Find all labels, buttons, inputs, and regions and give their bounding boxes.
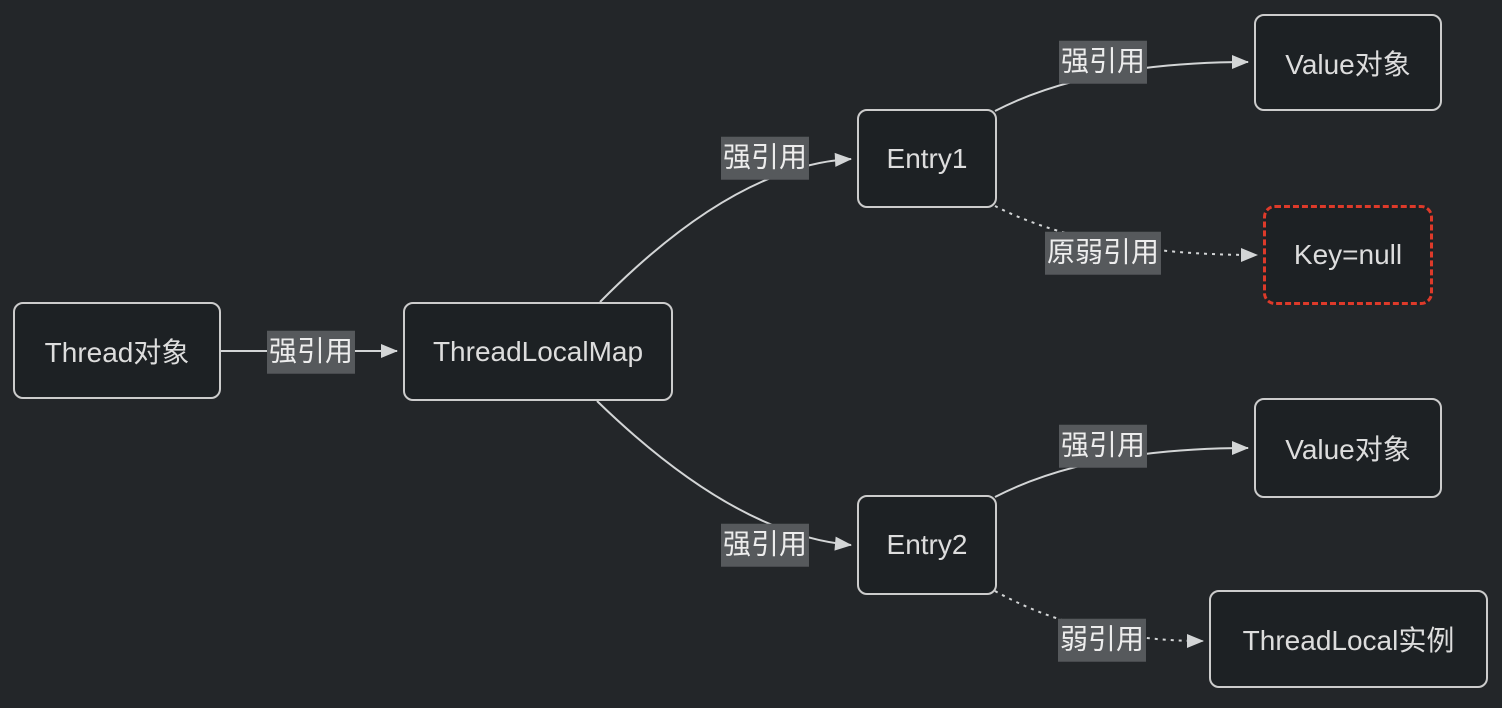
node-label: Value对象	[1285, 434, 1411, 465]
node-label: ThreadLocal实例	[1242, 625, 1455, 656]
node-label: Entry1	[886, 142, 968, 174]
node-entry1: Entry1	[857, 109, 997, 208]
node-threadlocalmap: ThreadLocalMap	[403, 302, 673, 401]
node-threadlocal-instance: ThreadLocal实例	[1209, 590, 1488, 688]
node-label: Entry2	[886, 529, 968, 560]
edge-label-strong-ref-map-entry2: 强引用	[720, 523, 810, 567]
edge-label-strong-ref-entry2-value: 强引用	[1058, 424, 1148, 468]
edge-threadlocalmap-to-entry2	[596, 400, 852, 551]
node-label: ThreadLocalMap	[432, 335, 644, 367]
edge-threadlocalmap-to-entry1	[599, 152, 852, 303]
node-value-object-bottom: Value对象	[1254, 398, 1442, 498]
node-value-object-top: Value对象	[1254, 14, 1442, 111]
node-key-null: Key=null	[1263, 205, 1433, 305]
edge-label-strong-ref-thread-map: 强引用	[266, 330, 356, 374]
edge-label-strong-ref-entry1-value: 强引用	[1058, 40, 1148, 84]
edge-label-weak-ref-entry2-threadlocal: 弱引用	[1057, 618, 1147, 662]
node-thread-object: Thread对象	[13, 302, 221, 399]
edge-label-former-weak-ref-entry1-key: 原弱引用	[1044, 231, 1162, 275]
node-label: Thread对象	[44, 336, 190, 368]
node-label: Key=null	[1293, 239, 1403, 270]
node-entry2: Entry2	[857, 495, 997, 595]
node-label: Value对象	[1285, 48, 1411, 80]
edge-label-strong-ref-map-entry1: 强引用	[720, 136, 810, 180]
